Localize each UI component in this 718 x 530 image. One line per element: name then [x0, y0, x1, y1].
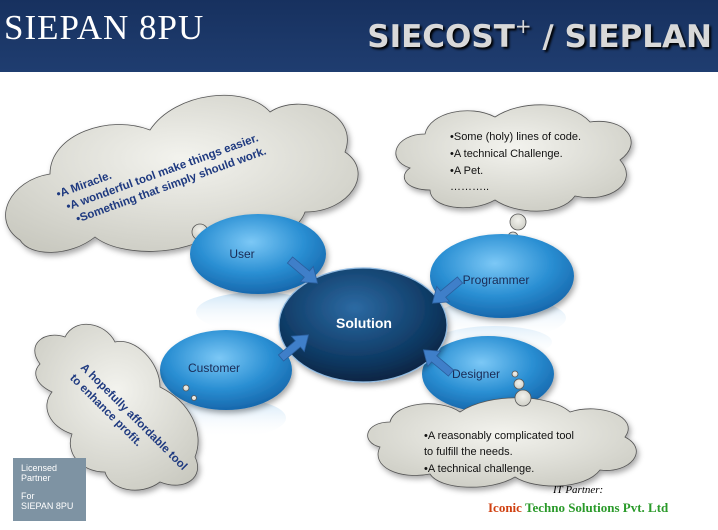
- cloud-programmer-line-1: •Some (holy) lines of code.: [450, 131, 581, 143]
- customer-node-label: Customer: [188, 361, 240, 375]
- header-banner: SIEPAN 8PU SIECOST+ / SIEPLAN: [0, 0, 718, 72]
- badge-line-2: Partner: [21, 473, 51, 483]
- cloud-designer-line-2: to fulfill the needs.: [424, 446, 513, 458]
- programmer-node: [430, 234, 574, 318]
- cloud-designer-text: •A reasonably complicated tool to fulfil…: [424, 430, 577, 475]
- badge-spacer: [21, 483, 86, 491]
- badge-line-1: Licensed: [21, 463, 58, 473]
- solution-node: [278, 267, 448, 383]
- cloud-programmer-text: •Some (holy) lines of code. •A technical…: [450, 131, 584, 193]
- header-right-main: SIECOST: [367, 19, 515, 55]
- header-right-sup: +: [514, 14, 532, 38]
- partner-name-rest: Techno Solutions Pvt. Ltd: [521, 500, 669, 515]
- arrow-customer-to-solution: [277, 334, 310, 362]
- cloud-customer: [34, 323, 199, 491]
- header-left-title: SIEPAN 8PU: [4, 8, 205, 47]
- cloud-programmer-line-4: ………..: [450, 181, 489, 193]
- user-node-label: User: [229, 247, 254, 261]
- cloud-customer-bubbles: [182, 384, 197, 401]
- header-right-title: SIECOST+ / SIEPLAN: [367, 14, 712, 55]
- badge-line-4: For: [21, 491, 35, 501]
- cloud-programmer-line-2: •A technical Challenge.: [450, 148, 563, 160]
- arrow-designer-to-solution: [422, 349, 455, 377]
- solution-node-label: Solution: [336, 315, 392, 331]
- badge-line-5: SIEPAN 8PU: [21, 501, 74, 511]
- arrow-programmer-to-solution: [431, 276, 464, 304]
- designer-node-label: Designer: [452, 367, 500, 381]
- cloud-designer-line-1: •A reasonably complicated tool: [424, 430, 574, 442]
- cloud-programmer: [395, 104, 632, 212]
- cloud-designer-line-3: •A technical challenge.: [424, 463, 534, 475]
- programmer-node-label: Programmer: [463, 273, 530, 287]
- stakeholder-diagram: •A Miracle. •A wonderful tool make thing…: [5, 94, 637, 491]
- header-right-tail: / SIEPLAN: [531, 19, 712, 55]
- it-partner-name: Iconic Techno Solutions Pvt. Ltd: [488, 500, 668, 516]
- cloud-designer: [367, 397, 637, 488]
- cloud-user: [5, 94, 359, 253]
- cloud-programmer-line-3: •A Pet.: [450, 165, 483, 177]
- customer-node: [160, 330, 292, 410]
- it-partner-label: IT Partner:: [553, 484, 604, 496]
- user-node: [190, 214, 326, 294]
- partner-name-first: Iconic: [488, 500, 522, 515]
- licensed-partner-badge: Licensed Partner For SIEPAN 8PU: [13, 458, 86, 521]
- arrow-user-to-solution: [286, 256, 319, 284]
- cloud-designer-bubbles: [511, 370, 532, 407]
